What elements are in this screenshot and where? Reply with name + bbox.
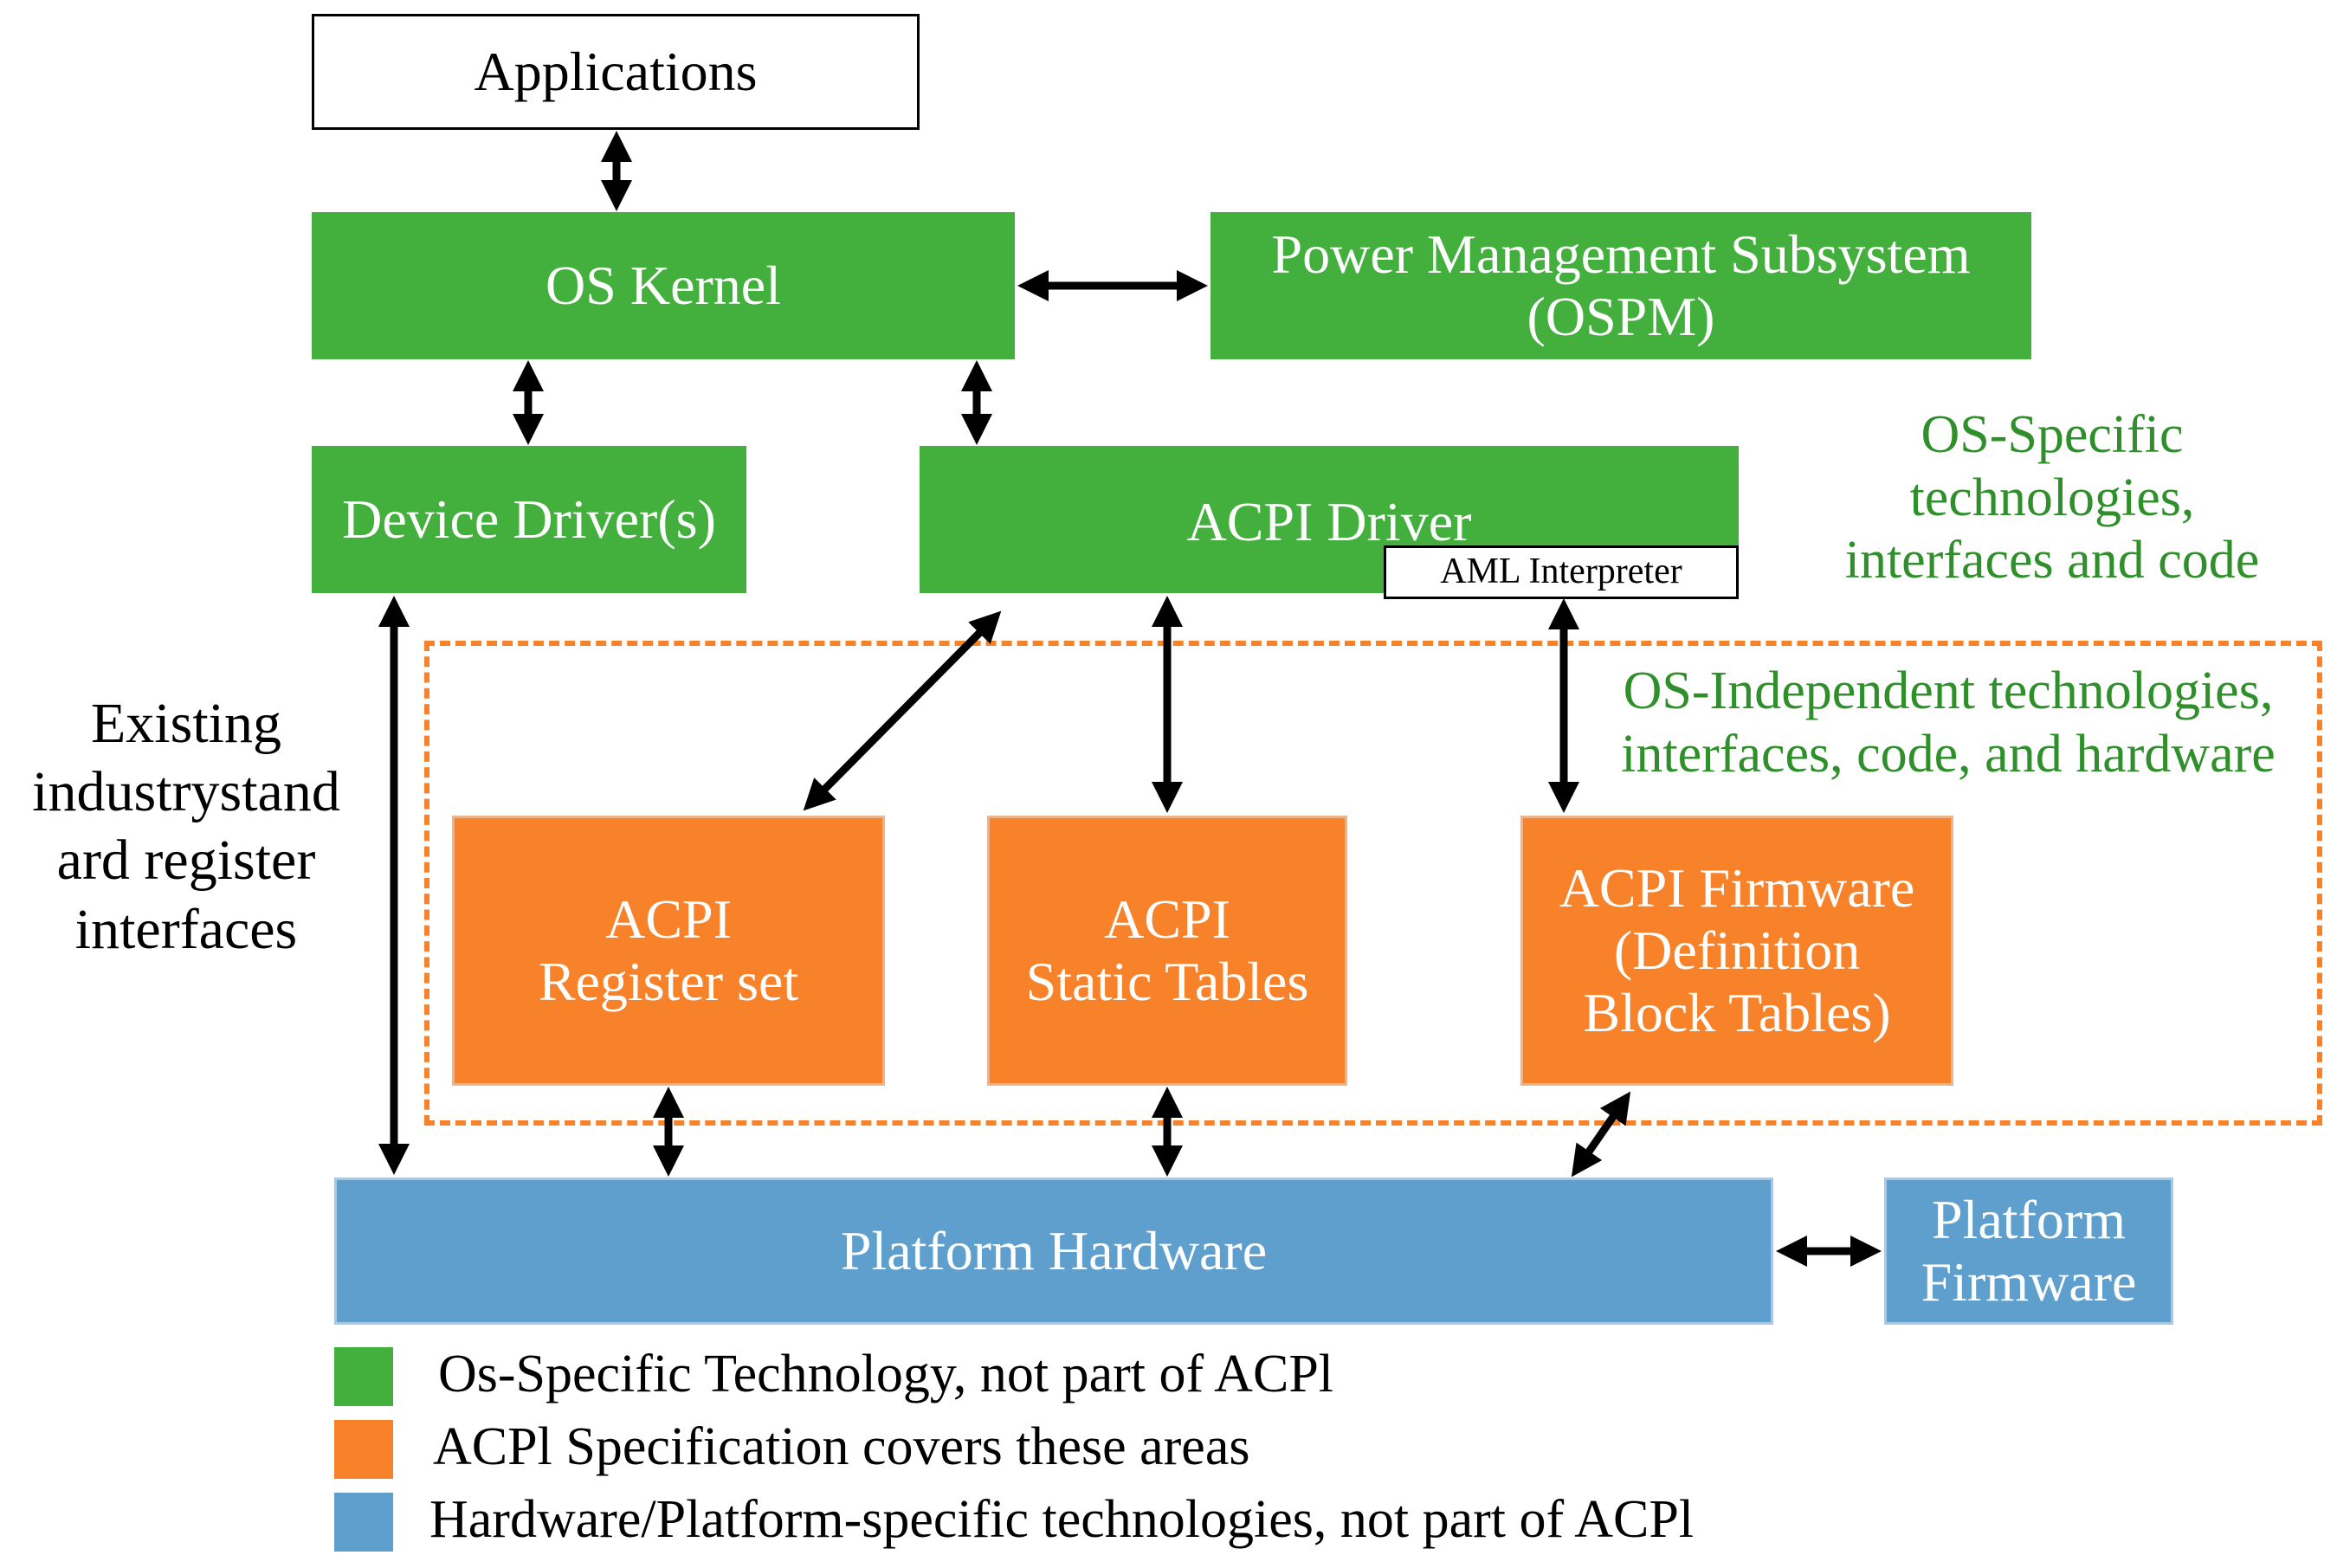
- os-kernel-label: OS Kernel: [546, 255, 781, 317]
- ospm-box: Power Management Subsystem (OSPM): [1210, 212, 2031, 359]
- acpi-firmware-box: ACPI Firmware (Definition Block Tables): [1520, 816, 1953, 1086]
- platform-hardware-label: Platform Hardware: [840, 1220, 1268, 1282]
- acpi-register-set-box: ACPI Register set: [452, 816, 885, 1086]
- os-specific-annotation: OS-Specific technologies, interfaces and…: [1792, 403, 2312, 592]
- acpi-register-label-line1: ACPI: [605, 888, 732, 951]
- legend-label-green: Os-Specific Technology, not part of ACPl: [438, 1345, 1334, 1403]
- legend-swatch-orange: [334, 1420, 393, 1479]
- platform-firmware-box: Platform Firmware: [1884, 1178, 2173, 1325]
- acpi-firmware-label-line2: (Definition: [1613, 920, 1861, 982]
- acpi-static-tables-box: ACPI Static Tables: [987, 816, 1347, 1086]
- device-drivers-label: Device Driver(s): [342, 488, 716, 551]
- existing-line4: interfaces: [74, 897, 298, 961]
- legend-label-orange: ACPl Specification covers these areas: [433, 1417, 1250, 1476]
- device-drivers-box: Device Driver(s): [312, 446, 746, 593]
- os-independent-line1: OS-Independent technologies,: [1623, 661, 2274, 720]
- ospm-label-line1: Power Management Subsystem: [1271, 223, 1971, 286]
- existing-line3: ard register: [56, 829, 316, 893]
- acpi-register-label-line2: Register set: [538, 951, 799, 1012]
- applications-label: Applications: [474, 41, 758, 103]
- acpi-static-label-line2: Static Tables: [1025, 951, 1309, 1012]
- os-specific-line3: interfaces and code: [1844, 531, 2260, 590]
- applications-box: Applications: [312, 14, 920, 130]
- aml-interpreter-box: AML Interpreter: [1384, 545, 1739, 599]
- arrow-acpi-driver-register: [803, 610, 1002, 811]
- acpi-driver-label: ACPI Driver: [1186, 491, 1472, 552]
- platform-firmware-label-line2: Firmware: [1921, 1251, 2137, 1313]
- acpi-static-label-line1: ACPI: [1104, 888, 1230, 951]
- existing-line2: industrystand: [32, 760, 340, 824]
- os-specific-line2: technologies,: [1909, 468, 2195, 527]
- existing-line1: Existing: [90, 692, 281, 755]
- arrow-firmware-hardware: [1571, 1091, 1631, 1178]
- os-kernel-box: OS Kernel: [312, 212, 1015, 359]
- legend-swatch-blue: [334, 1493, 393, 1552]
- os-independent-boundary: [424, 641, 2322, 1126]
- os-specific-line1: OS-Specific: [1921, 405, 2184, 464]
- platform-firmware-label-line1: Platform: [1932, 1189, 2126, 1251]
- ospm-label-line2: (OSPM): [1527, 286, 1715, 347]
- acpi-firmware-label-line1: ACPI Firmware: [1559, 857, 1915, 920]
- acpi-firmware-label-line3: Block Tables): [1583, 981, 1891, 1043]
- existing-interfaces-annotation: Existing industrystand ard register inte…: [0, 689, 372, 964]
- legend-label-blue: Hardware/Platform-specific technologies,…: [429, 1490, 1695, 1549]
- os-independent-line2: interfaces, code, and hardware: [1621, 724, 2276, 784]
- os-independent-annotation: OS-Independent technologies, interfaces,…: [1585, 660, 2312, 785]
- legend-swatch-green: [334, 1347, 393, 1406]
- aml-interpreter-label: AML Interpreter: [1440, 552, 1682, 592]
- platform-hardware-box: Platform Hardware: [334, 1178, 1773, 1325]
